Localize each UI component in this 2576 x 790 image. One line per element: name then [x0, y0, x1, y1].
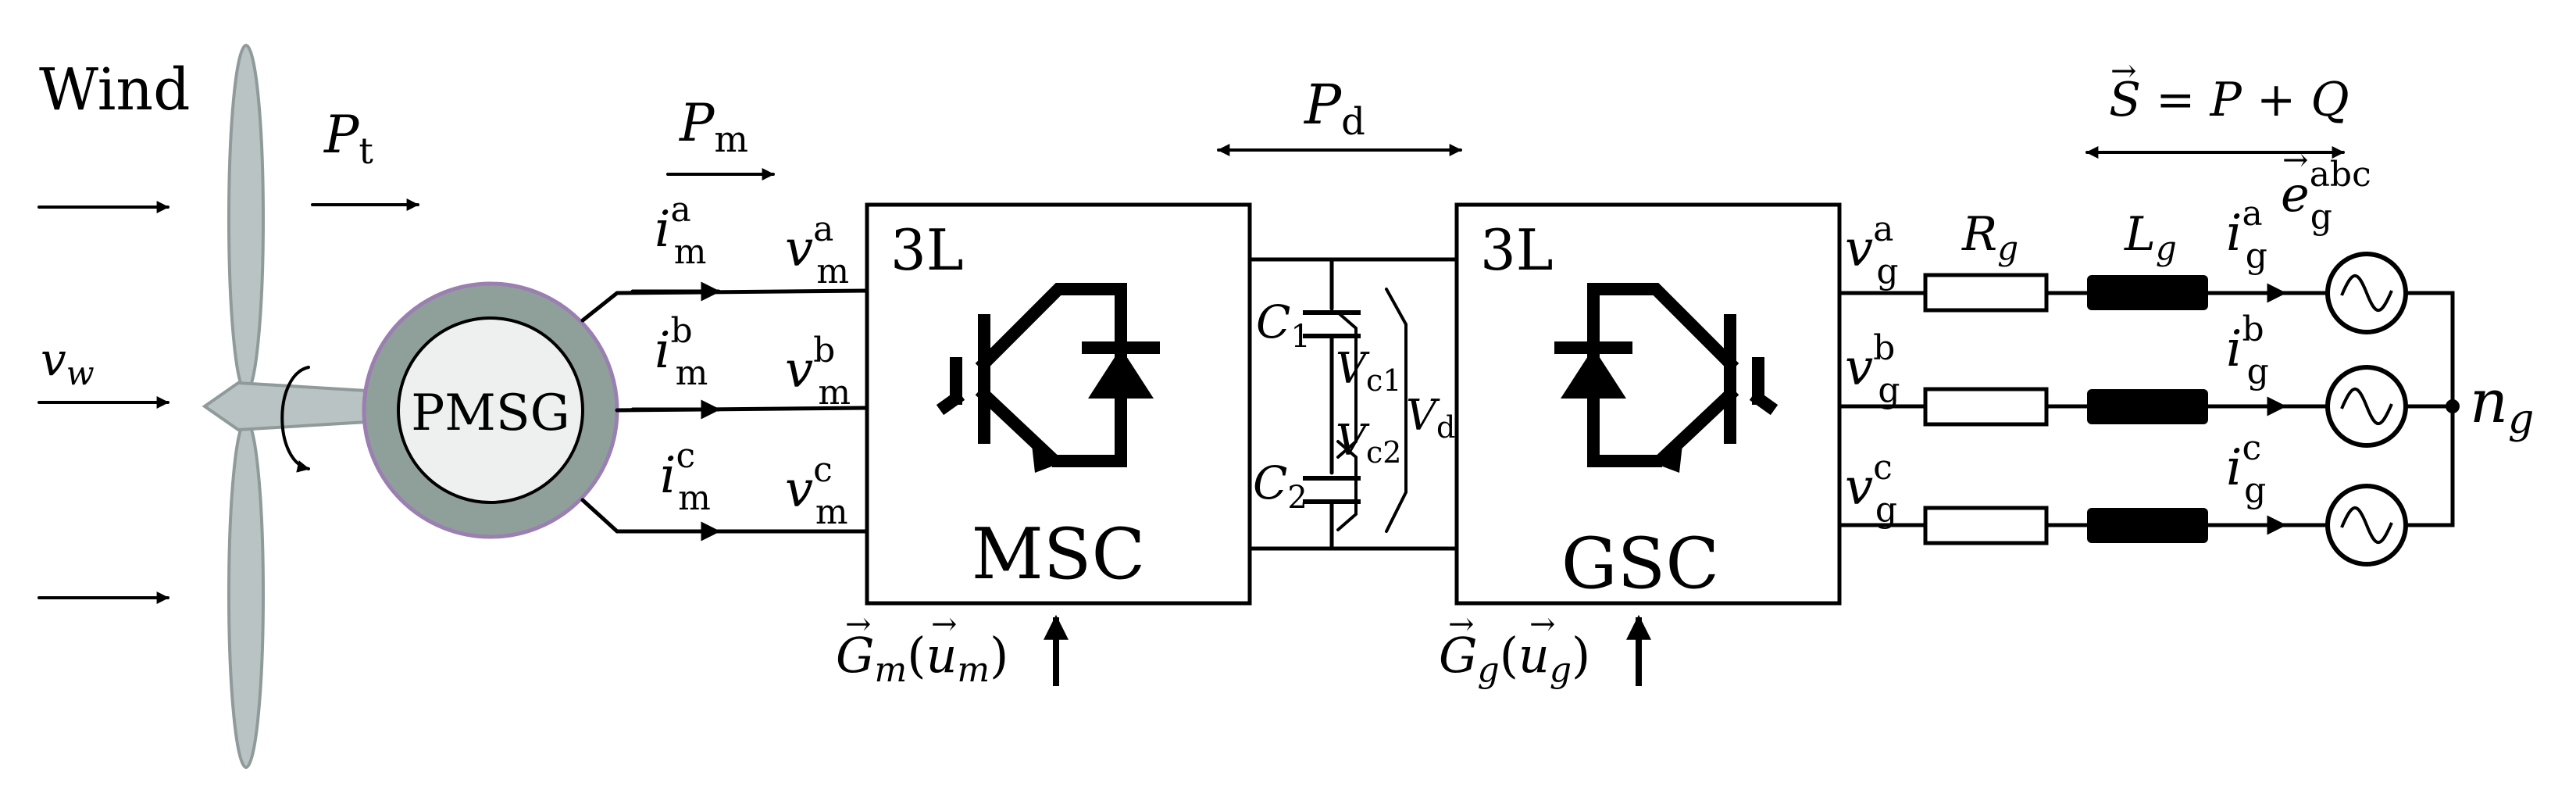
resistor-b	[1923, 387, 2049, 427]
blade-bottom	[227, 419, 265, 769]
resistor-c	[1923, 506, 2049, 545]
wind-label: Wind	[39, 56, 190, 123]
msc-u-accent: →	[931, 606, 958, 642]
svg-text:Pt: Pt	[323, 105, 373, 172]
pmsg-label: PMSG	[411, 384, 570, 442]
inductor-a	[2087, 275, 2208, 310]
grid-power-label: S = P + Q →	[2085, 53, 2349, 159]
resistor-label: Rg	[1961, 207, 2018, 267]
pmsg-rotor	[397, 316, 584, 504]
vc1-label: Vc1	[1336, 344, 1401, 398]
msc-control-input: Gm(um) → →	[836, 606, 1069, 690]
phase-c-line	[580, 498, 869, 534]
msc-g-accent: →	[845, 606, 872, 642]
msc-level-label: 3L	[890, 217, 964, 283]
svg-text:Pm: Pm	[679, 93, 748, 160]
wind-speed-symbol: vw	[41, 333, 95, 392]
gsc-label: GSC	[1561, 523, 1719, 605]
gsc-control-input: Gg(ug) → →	[1439, 606, 1651, 690]
resistor-a	[1923, 273, 2049, 313]
turbine-power-label: Pt	[311, 105, 419, 211]
capacitor-c1-label: C1	[1256, 295, 1311, 355]
inductor-b	[2087, 389, 2208, 424]
inductor-label: Lg	[2124, 207, 2177, 267]
neutral-node	[2446, 399, 2460, 413]
mechanical-power-label: Pm	[666, 93, 775, 181]
inductor-c	[2087, 508, 2208, 543]
gsc-box	[1454, 202, 1842, 606]
gsc-gate-signal-label: Gg(ug)	[1439, 627, 1590, 690]
msc-gate-signal-label: Gm(um)	[836, 627, 1008, 690]
rotation-arrow-icon	[280, 366, 310, 473]
msc-box	[865, 202, 1252, 606]
blade-top	[227, 44, 265, 394]
vdc-bracket	[1385, 288, 1408, 533]
ac-source-icon	[2325, 365, 2408, 448]
neutral-bus	[2403, 291, 2455, 527]
vc2-label: Vc2	[1336, 416, 1401, 470]
wind-input: Wind vw	[37, 56, 190, 604]
phase-a-line	[580, 288, 869, 323]
gsc-level-label: 3L	[1480, 217, 1554, 283]
pmsg-generator: PMSG	[362, 281, 619, 539]
apparent-power-accent: →	[2110, 53, 2137, 89]
grid-side-converter: 3L GSC	[1454, 202, 1842, 606]
apparent-power-equation: S = P + Q	[2109, 73, 2349, 127]
neutral-label: ng	[2470, 366, 2534, 443]
machine-side-converter: 3L MSC	[865, 202, 1252, 606]
dc-link: C1 C2 Vc1 Vc2 Vdc Pd	[1217, 73, 1472, 551]
vc2-bracket	[1336, 440, 1358, 531]
gsc-u-accent: →	[1529, 606, 1556, 642]
msc-label: MSC	[972, 513, 1146, 595]
gsc-g-accent: →	[1448, 606, 1475, 642]
grid-e-accent: →	[2282, 142, 2309, 178]
ac-source-icon	[2325, 252, 2408, 334]
dc-power-label: Pd	[1303, 73, 1365, 144]
capacitor-c2-label: C2	[1253, 456, 1308, 516]
ac-source-icon	[2325, 484, 2408, 567]
